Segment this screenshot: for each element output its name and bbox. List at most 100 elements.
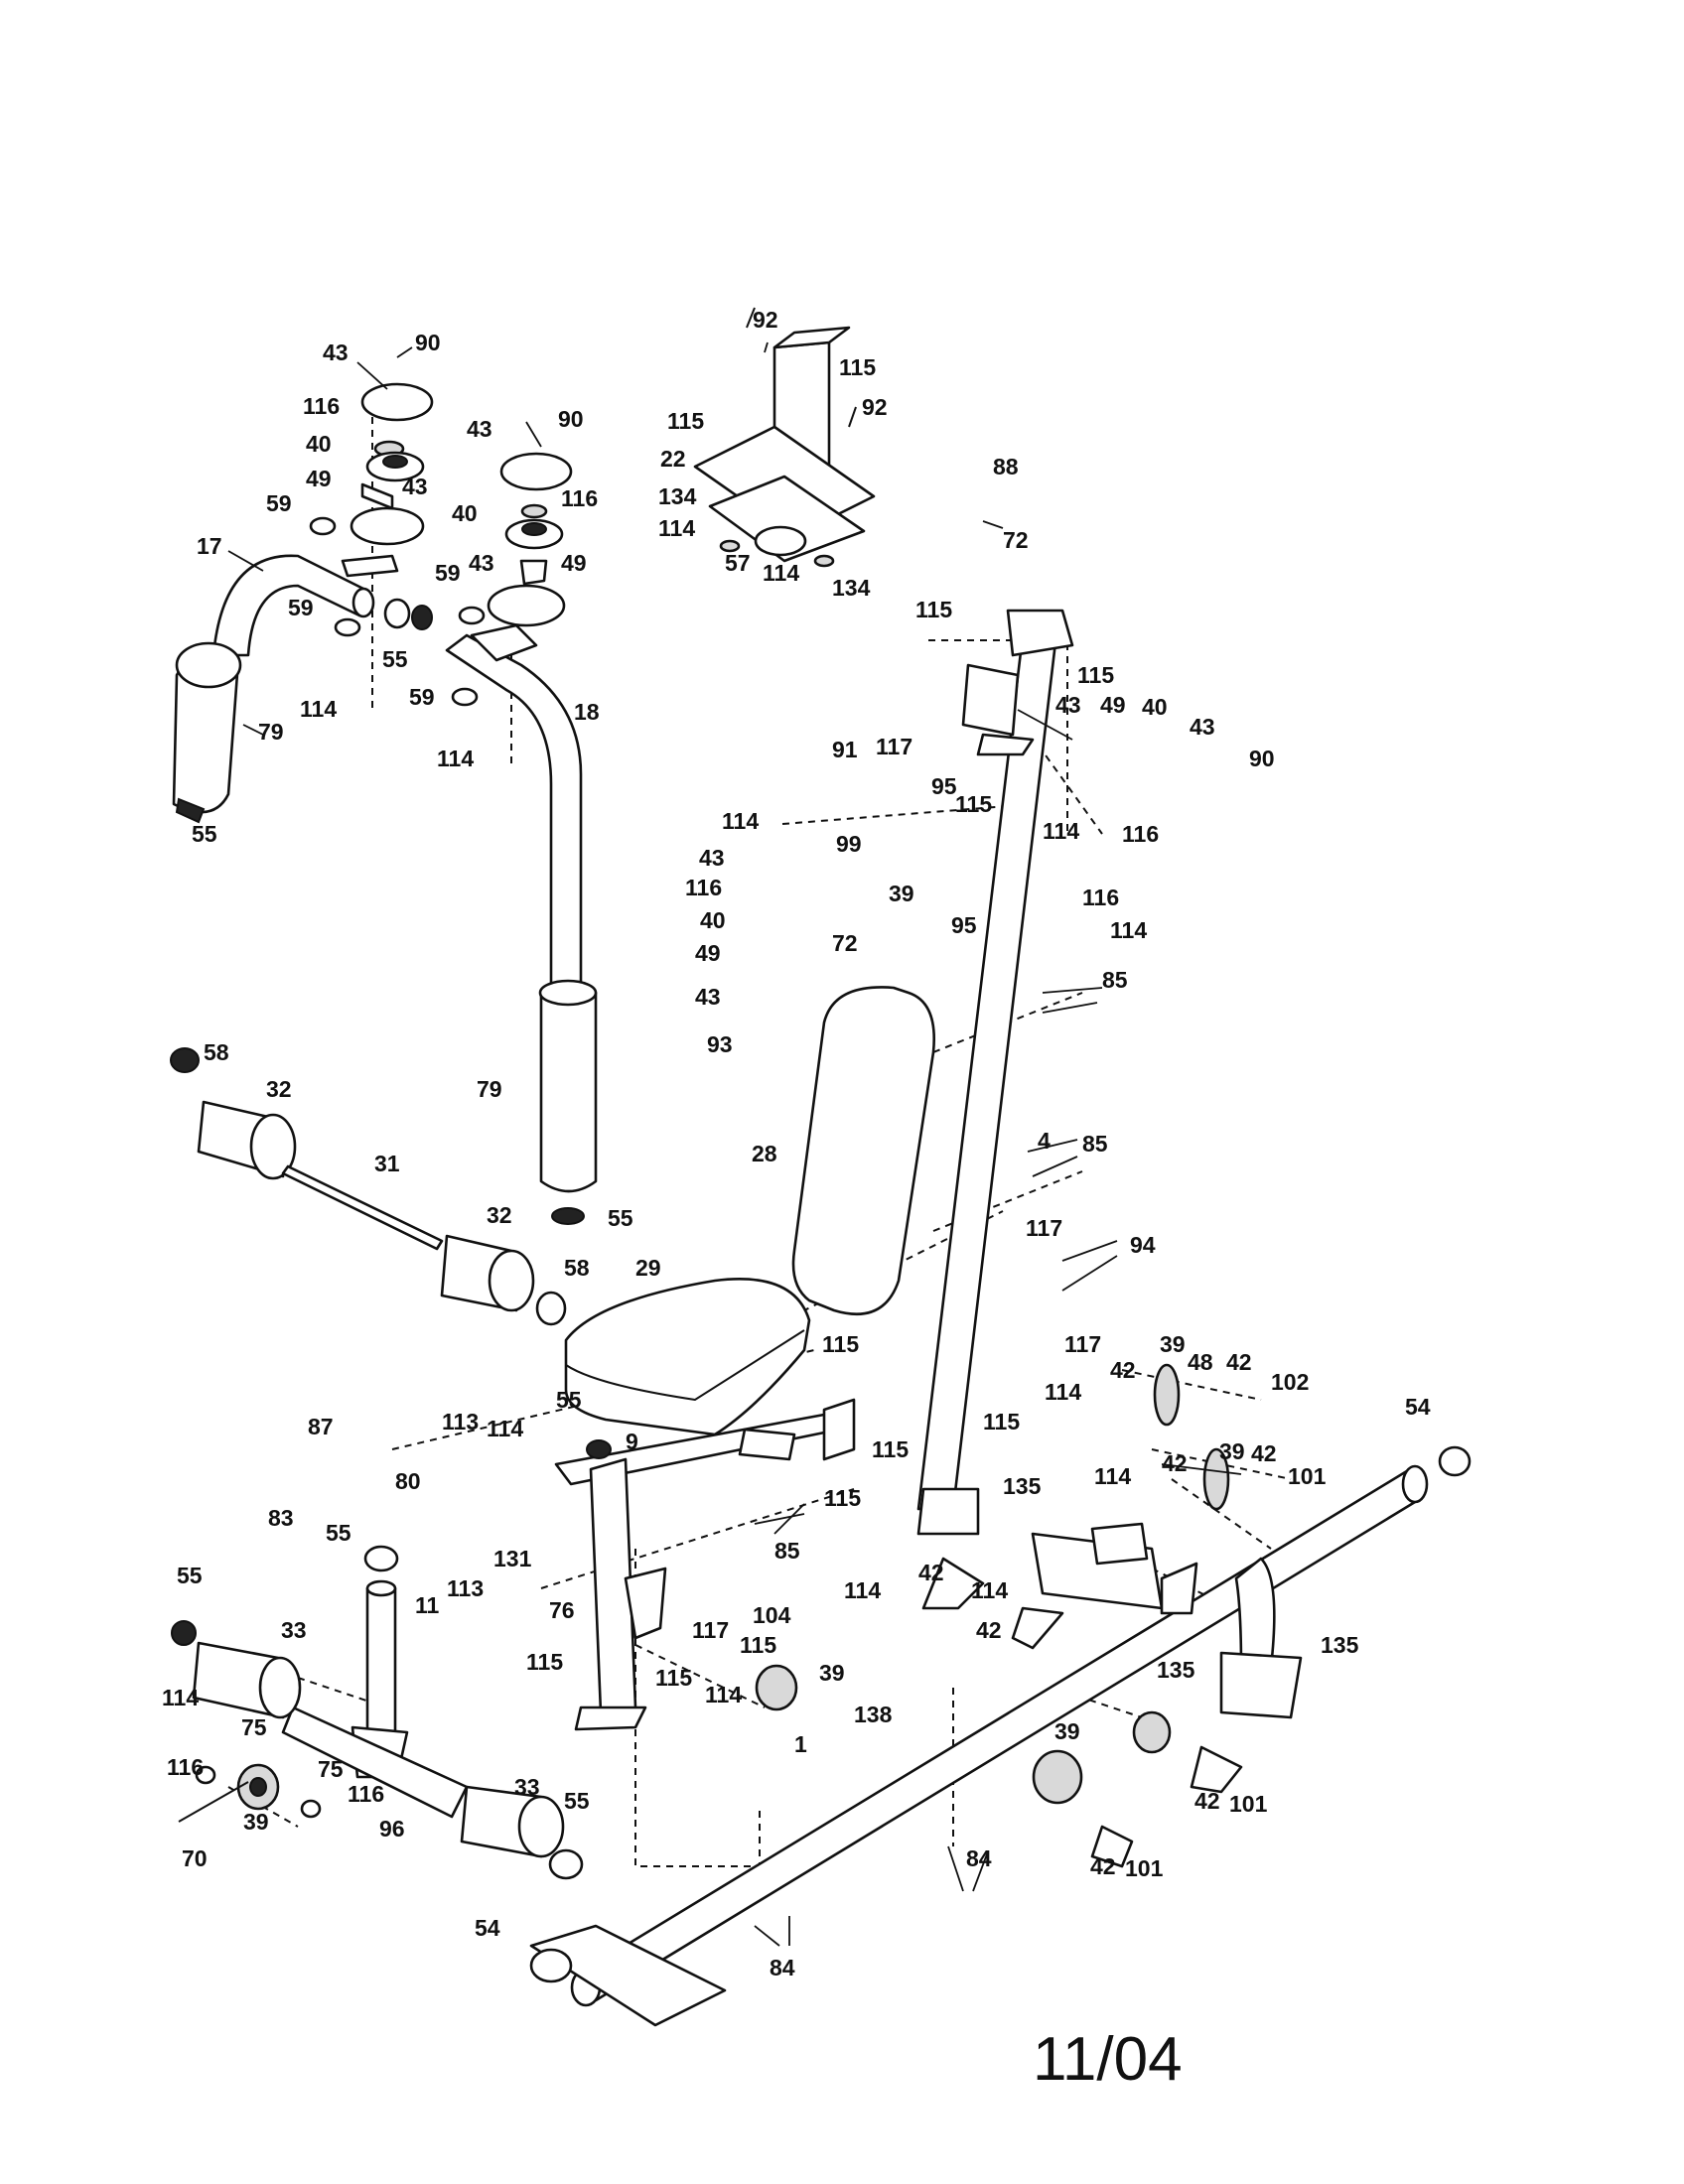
callout-134: 134: [658, 483, 697, 509]
callout-40: 40: [1142, 694, 1168, 720]
callout-85: 85: [774, 1538, 800, 1564]
callout-43: 43: [1055, 692, 1081, 718]
callout-43: 43: [402, 474, 428, 499]
callout-90: 90: [558, 406, 584, 432]
callout-55: 55: [382, 646, 408, 672]
callout-54: 54: [475, 1915, 500, 1941]
callout-114: 114: [705, 1682, 742, 1707]
callout-42: 42: [918, 1560, 944, 1585]
arm-tube-17: [211, 554, 375, 657]
callout-39: 39: [819, 1660, 845, 1686]
callout-101: 101: [1125, 1855, 1164, 1881]
callout-114: 114: [162, 1685, 199, 1710]
callout-114: 114: [487, 1416, 523, 1441]
arm-tube-18: [445, 623, 583, 1005]
callout-57: 57: [725, 550, 751, 576]
front-upright-11: [281, 1545, 469, 1819]
callout-42: 42: [1090, 1853, 1116, 1879]
callout-39: 39: [1160, 1331, 1186, 1357]
callout-115: 115: [822, 1331, 859, 1357]
callout-138: 138: [854, 1702, 893, 1727]
upper-left-pulley-stack: [341, 382, 434, 578]
callout-114: 114: [844, 1577, 881, 1603]
roller-pad-79-center: [538, 979, 598, 1225]
callout-113: 113: [442, 1409, 479, 1434]
callout-99: 99: [836, 831, 862, 857]
callout-59: 59: [288, 595, 314, 620]
callout-54: 54: [1405, 1394, 1431, 1420]
callout-96: 96: [379, 1816, 405, 1842]
callout-114: 114: [1043, 818, 1079, 844]
callout-76: 76: [549, 1597, 575, 1623]
callout-92: 92: [753, 307, 778, 333]
callout-88: 88: [993, 454, 1019, 479]
callout-104: 104: [753, 1602, 791, 1628]
callout-135: 135: [1157, 1657, 1195, 1683]
callout-labels: 43 90 116 40 49 43 59 17 59 55 114 79 55…: [162, 307, 1431, 1980]
callout-113: 113: [447, 1575, 484, 1601]
callout-49: 49: [1100, 692, 1126, 718]
callout-115: 115: [839, 354, 876, 380]
callout-59: 59: [435, 560, 461, 586]
callout-32: 32: [487, 1202, 512, 1228]
callout-42: 42: [976, 1617, 1002, 1643]
callout-48: 48: [1188, 1349, 1213, 1375]
callout-28: 28: [752, 1141, 777, 1166]
callout-43: 43: [469, 550, 494, 576]
callout-42: 42: [1194, 1788, 1220, 1814]
callout-84: 84: [966, 1845, 992, 1871]
callout-135: 135: [1003, 1473, 1042, 1499]
callout-95: 95: [931, 773, 957, 799]
callout-117: 117: [692, 1617, 729, 1643]
callout-114: 114: [971, 1577, 1008, 1603]
callout-115: 115: [667, 408, 704, 434]
callout-18: 18: [574, 699, 600, 725]
seat-29: [564, 1278, 811, 1436]
callout-55: 55: [192, 821, 217, 847]
callout-101: 101: [1288, 1463, 1327, 1489]
callout-83: 83: [268, 1505, 294, 1531]
callout-115: 115: [1077, 662, 1114, 688]
callout-1: 1: [794, 1731, 807, 1757]
callout-114: 114: [658, 515, 695, 541]
callout-117: 117: [1064, 1331, 1101, 1357]
callout-115: 115: [915, 597, 952, 622]
callout-49: 49: [695, 940, 721, 966]
callout-29: 29: [635, 1255, 661, 1281]
callout-40: 40: [306, 431, 332, 457]
callout-116: 116: [348, 1781, 384, 1807]
callout-55: 55: [326, 1520, 351, 1546]
small-parts-left: [309, 516, 486, 707]
end-caps-54: [529, 1445, 1472, 1983]
callout-42: 42: [1226, 1349, 1252, 1375]
callout-58: 58: [204, 1039, 229, 1065]
callout-115: 115: [526, 1649, 563, 1675]
callout-40: 40: [452, 500, 478, 526]
callout-55: 55: [564, 1788, 590, 1814]
callout-59: 59: [409, 684, 435, 710]
callout-91: 91: [832, 737, 858, 762]
callout-39: 39: [1054, 1718, 1080, 1744]
callout-39: 39: [243, 1809, 269, 1835]
callout-116: 116: [303, 393, 340, 419]
callout-4: 4: [1038, 1128, 1051, 1154]
callout-134: 134: [832, 575, 871, 601]
callout-90: 90: [415, 330, 441, 355]
callout-115: 115: [955, 791, 992, 817]
callout-43: 43: [699, 845, 725, 871]
callout-80: 80: [395, 1468, 421, 1494]
callout-84: 84: [770, 1955, 795, 1980]
callout-75: 75: [241, 1714, 267, 1740]
top-bracket-assembly: [693, 307, 876, 568]
callout-49: 49: [561, 550, 587, 576]
callout-75: 75: [318, 1756, 344, 1782]
upper-center-pulley-stack: [487, 452, 573, 627]
back-pad-28: [791, 986, 935, 1315]
callout-116: 116: [561, 485, 598, 511]
callout-17: 17: [197, 533, 222, 559]
callout-115: 115: [824, 1485, 861, 1511]
callout-115: 115: [740, 1632, 776, 1658]
callout-117: 117: [876, 734, 912, 759]
callout-114: 114: [1094, 1463, 1131, 1489]
